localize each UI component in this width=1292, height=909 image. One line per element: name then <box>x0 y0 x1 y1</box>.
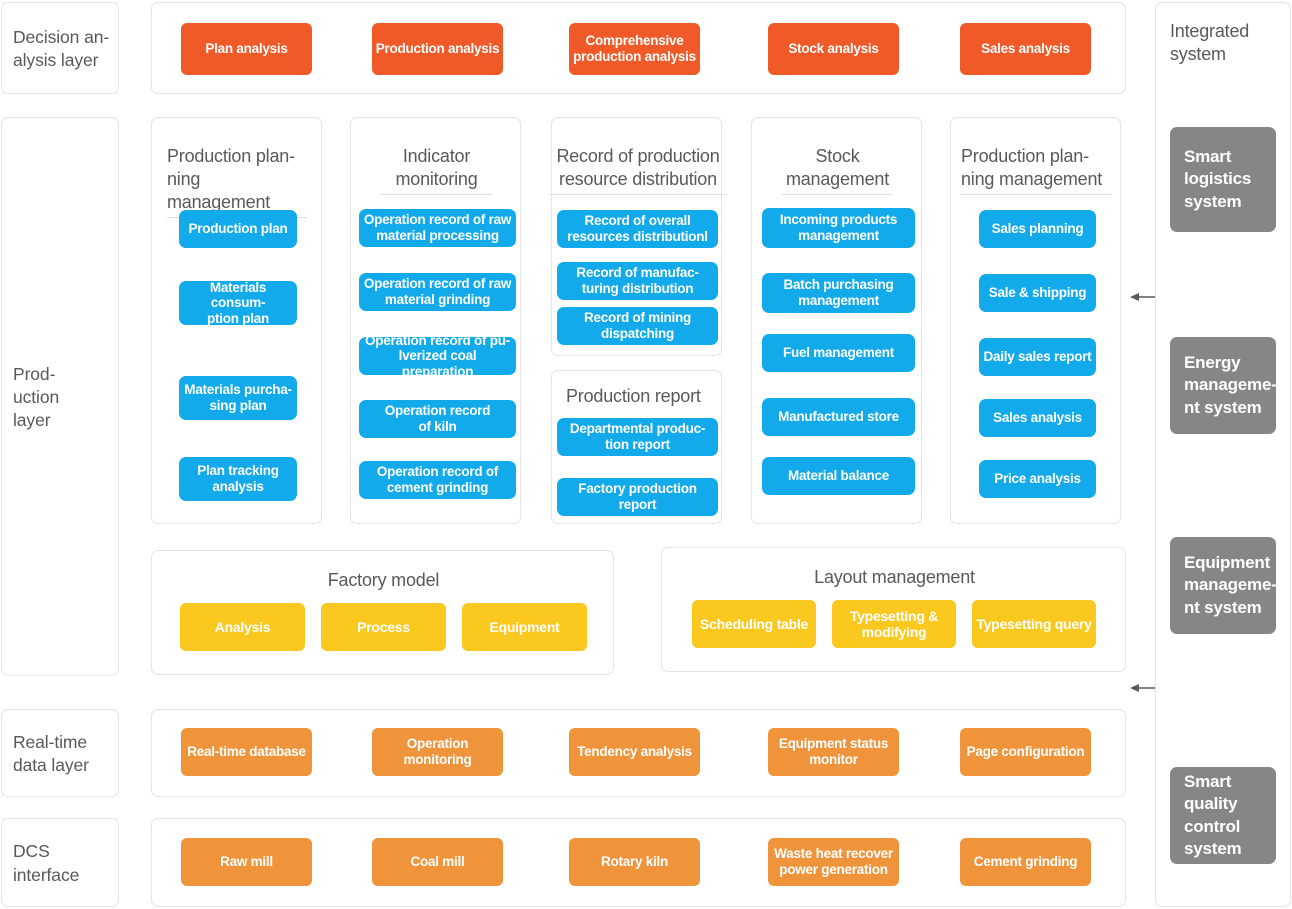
card-title-indicator-monitoring: Indicator monitoring <box>381 145 492 195</box>
card-title-layout-management: Layout management <box>814 567 975 587</box>
chip-typesetting-and-modifying[interactable]: Typesetting & modifying <box>832 600 956 648</box>
dcs-chip-waste-heat-recover-power-generation[interactable]: Waste heat recover power generation <box>768 838 899 886</box>
chip-daily-sales-report[interactable]: Daily sales report <box>979 338 1096 376</box>
chip-materials-purchasing-plan[interactable]: Materials purcha- sing plan <box>179 376 297 420</box>
integrated-chip-smart-quality-control-system[interactable]: Smart quality control system <box>1170 767 1276 864</box>
chip-factory-model-equipment[interactable]: Equipment <box>462 603 587 651</box>
layer-label-decision: Decision an- alysis layer <box>13 26 110 70</box>
card-title-factory-model: Factory model <box>327 570 440 590</box>
card-production-report: Production report Departmental produc- t… <box>551 370 722 524</box>
chip-incoming-products-management[interactable]: Incoming products management <box>762 208 915 248</box>
layer-panel-realtime: Real-time data layer <box>1 709 119 797</box>
layer-label-dcs: DCS interface <box>13 841 80 885</box>
realtime-chip-operation-monitoring[interactable]: Operation monitoring <box>372 728 503 776</box>
decision-chip-stock-analysis[interactable]: Stock analysis <box>768 23 899 75</box>
chip-batch-purchasing-management[interactable]: Batch purchasing management <box>762 273 915 313</box>
card-title-sales-planning-management: Production plan- ning management <box>961 145 1111 195</box>
realtime-data-panel: Real-time database Operation monitoring … <box>151 709 1126 797</box>
arrow-left-layout <box>1130 684 1155 692</box>
chip-departmental-production-report[interactable]: Departmental produc- tion report <box>557 418 718 456</box>
integrated-chip-smart-logistics-system[interactable]: Smart logistics system <box>1170 127 1276 232</box>
chip-price-analysis[interactable]: Price analysis <box>979 460 1096 498</box>
chip-fuel-management[interactable]: Fuel management <box>762 334 915 372</box>
card-factory-model: Factory model Analysis Process Equipment <box>151 550 614 675</box>
layer-label-production: Prod- uction layer <box>13 363 60 431</box>
card-title-production-report: Production report <box>566 386 701 406</box>
decision-chip-plan-analysis[interactable]: Plan analysis <box>181 23 312 75</box>
chip-operation-record-of-kiln[interactable]: Operation record of kiln <box>359 400 516 438</box>
chip-factory-model-analysis[interactable]: Analysis <box>180 603 305 651</box>
layer-panel-dcs: DCS interface <box>1 818 119 907</box>
chip-record-manufacturing-distribution[interactable]: Record of manufac- turing distribution <box>557 262 718 300</box>
decision-chip-sales-analysis[interactable]: Sales analysis <box>960 23 1091 75</box>
decision-chip-production-analysis[interactable]: Production analysis <box>372 23 503 75</box>
chip-factory-production-report[interactable]: Factory production report <box>557 478 718 516</box>
chip-operation-record-raw-material-grinding[interactable]: Operation record of raw material grindin… <box>359 273 516 311</box>
decision-chip-comprehensive-production-analysis[interactable]: Comprehensive production analysis <box>569 23 700 75</box>
card-layout-management: Layout management Scheduling table Types… <box>661 547 1126 672</box>
realtime-chip-tendency-analysis[interactable]: Tendency analysis <box>569 728 700 776</box>
layer-label-realtime: Real-time data layer <box>13 731 89 775</box>
card-title-integrated-system: Integrated system <box>1170 21 1250 65</box>
chip-material-balance[interactable]: Material balance <box>762 457 915 495</box>
chip-plan-tracking-analysis[interactable]: Plan tracking analysis <box>179 457 297 501</box>
chip-factory-model-process[interactable]: Process <box>321 603 446 651</box>
integrated-system-panel: Integrated system Smart logistics system… <box>1155 2 1291 907</box>
chip-record-mining-dispatching[interactable]: Record of mining dispatching <box>557 307 718 345</box>
card-indicator-monitoring: Indicator monitoring Operation record of… <box>350 117 521 524</box>
card-stock-management: Stock management Incoming products manag… <box>751 117 922 524</box>
chip-operation-record-pulverized-coal-preparation[interactable]: Operation record of pu- lverized coal pr… <box>359 337 516 375</box>
chip-operation-record-raw-material-processing[interactable]: Operation record of raw material process… <box>359 209 516 247</box>
layer-panel-decision: Decision an- alysis layer <box>1 2 119 94</box>
arrow-left-production <box>1130 293 1155 301</box>
realtime-chip-real-time-database[interactable]: Real-time database <box>181 728 312 776</box>
chip-sale-and-shipping[interactable]: Sale & shipping <box>979 274 1096 312</box>
integrated-chip-energy-management-system[interactable]: Energy manageme- nt system <box>1170 337 1276 434</box>
integrated-chip-equipment-management-system[interactable]: Equipment manageme- nt system <box>1170 537 1276 634</box>
chip-sales-analysis[interactable]: Sales analysis <box>979 399 1096 437</box>
card-production-planning-management: Production plan- ning management Product… <box>151 117 322 524</box>
chip-manufactured-store[interactable]: Manufactured store <box>762 398 915 436</box>
chip-typesetting-query[interactable]: Typesetting query <box>972 600 1096 648</box>
card-sales-planning-management: Production plan- ning management Sales p… <box>950 117 1121 524</box>
chip-scheduling-table[interactable]: Scheduling table <box>692 600 816 648</box>
chip-record-overall-resources-distribution[interactable]: Record of overall resources distribution… <box>557 210 718 248</box>
card-title-record-production-resource-distribution: Record of production resource distributi… <box>549 145 727 195</box>
card-record-production-resource-distribution: Record of production resource distributi… <box>551 117 722 356</box>
dcs-chip-raw-mill[interactable]: Raw mill <box>181 838 312 886</box>
chip-production-plan[interactable]: Production plan <box>179 210 297 248</box>
realtime-chip-page-configuration[interactable]: Page configuration <box>960 728 1091 776</box>
dcs-chip-coal-mill[interactable]: Coal mill <box>372 838 503 886</box>
chip-sales-planning[interactable]: Sales planning <box>979 210 1096 248</box>
layer-panel-production: Prod- uction layer <box>1 117 119 676</box>
realtime-chip-equipment-status-monitor[interactable]: Equipment status monitor <box>768 728 899 776</box>
chip-operation-record-cement-grinding[interactable]: Operation record of cement grinding <box>359 461 516 499</box>
decision-analysis-panel: Plan analysis Production analysis Compre… <box>151 2 1126 94</box>
card-title-production-planning-management: Production plan- ning management <box>167 145 307 218</box>
dcs-interface-panel: Raw mill Coal mill Rotary kiln Waste hea… <box>151 818 1126 907</box>
card-title-stock-management: Stock management <box>782 145 893 195</box>
dcs-chip-cement-grinding[interactable]: Cement grinding <box>960 838 1091 886</box>
dcs-chip-rotary-kiln[interactable]: Rotary kiln <box>569 838 700 886</box>
chip-materials-consumption-plan[interactable]: Materials consum- ption plan <box>179 281 297 325</box>
